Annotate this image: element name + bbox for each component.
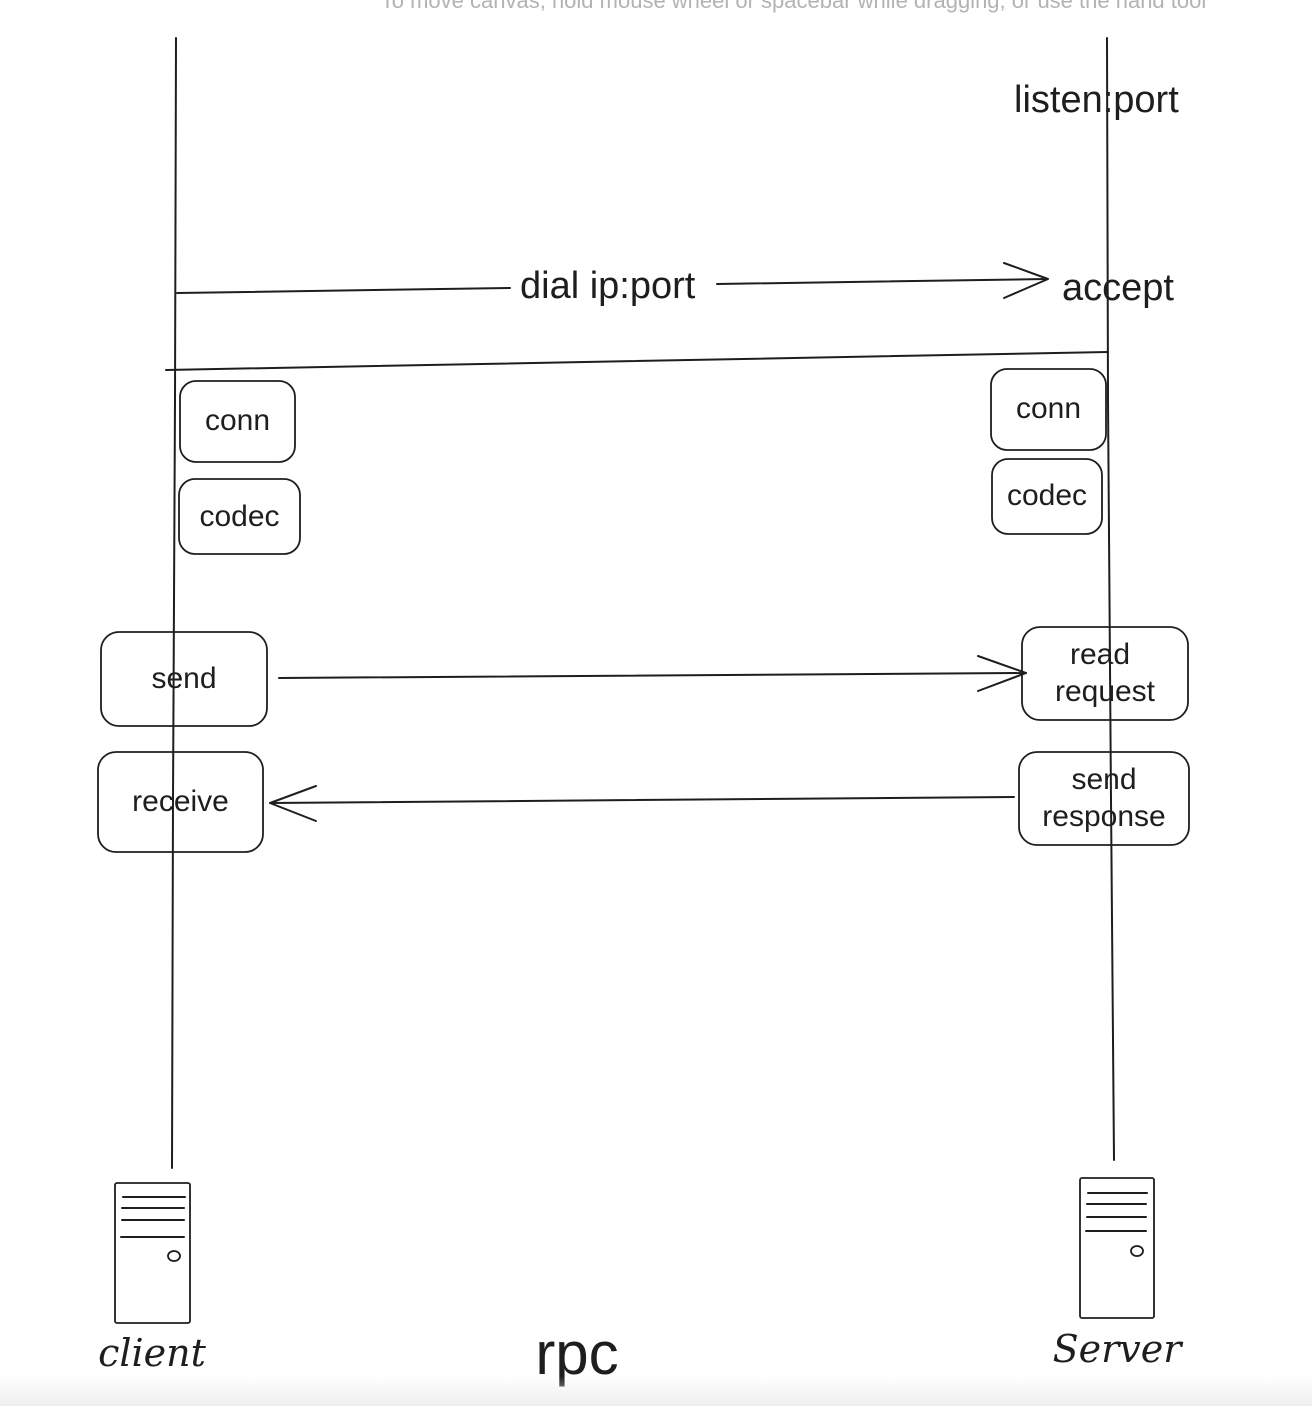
server-codec-box[interactable] [991,458,1103,535]
client-conn-box[interactable] [179,380,296,463]
server-send-response-box[interactable] [1018,751,1190,846]
server-lifeline[interactable] [1106,37,1115,1161]
server-read-request-label-line2: request [1055,675,1156,708]
client-receive-label: receive [132,785,229,818]
server-read-request-label-line1: read [1070,638,1130,671]
accept-label[interactable]: accept [1062,267,1174,309]
dial-arrow-line-left[interactable] [176,287,511,294]
request-arrow-line[interactable] [278,672,1027,679]
diagram-title[interactable]: rpc [535,1320,618,1387]
server-tower-icon[interactable] [114,1182,191,1324]
client-receive-box[interactable] [97,751,264,853]
client-conn-label: conn [205,404,270,437]
response-arrow-line[interactable] [269,796,1015,804]
dial-arrow-line-right[interactable] [716,278,1047,285]
server-send-response-label-line2: response [1042,800,1165,833]
server-tower-icon[interactable] [1079,1177,1155,1319]
listen-port-label[interactable]: listen:port [1014,79,1179,121]
connection-line[interactable] [165,351,1109,371]
client-lifeline[interactable] [171,37,177,1169]
client-send-box[interactable] [100,631,268,727]
client-codec-label: codec [199,500,279,533]
server-read-request-box[interactable] [1021,626,1189,721]
dial-label[interactable]: dial ip:port [520,265,696,307]
client-send-label: send [151,662,216,695]
server-conn-box[interactable] [990,368,1107,451]
bottom-edge-shadow [0,1376,1312,1406]
server-name-label[interactable]: Server [1053,1327,1185,1371]
server-conn-label: conn [1016,392,1081,425]
client-codec-box[interactable] [178,478,301,555]
request-arrowhead[interactable] [977,655,1027,692]
response-arrowhead[interactable] [269,785,317,822]
server-codec-label: codec [1007,479,1087,512]
client-name-label[interactable]: client [98,1331,207,1375]
dial-arrowhead[interactable] [1003,262,1049,299]
server-send-response-label-line1: send [1071,763,1136,796]
canvas-hint: To move canvas, hold mouse wheel or spac… [380,0,1207,13]
